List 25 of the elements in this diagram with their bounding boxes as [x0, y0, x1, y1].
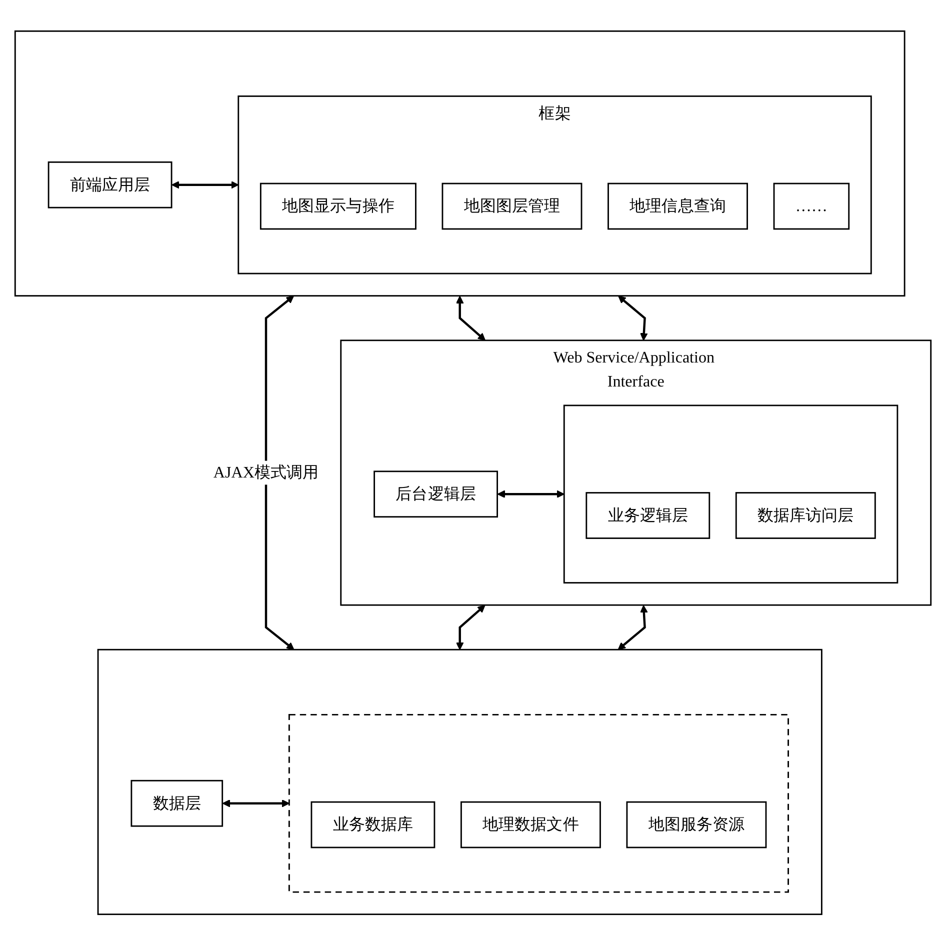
arrow — [222, 800, 290, 808]
node-box: 地理信息查询 — [608, 183, 748, 230]
node-box: 地理数据文件 — [460, 802, 601, 848]
arrow — [618, 296, 648, 341]
cluster — [288, 714, 789, 894]
cluster — [97, 649, 822, 916]
node-box: …… — [773, 183, 850, 230]
node-box: 业务数据库 — [310, 802, 436, 848]
node-box: 数据库访问层 — [735, 492, 876, 540]
arrow — [456, 296, 486, 341]
arrow — [618, 605, 648, 650]
arrow — [456, 605, 486, 650]
node-box: 后台逻辑层 — [374, 470, 498, 518]
node-box: 地图显示与操作 — [260, 183, 416, 230]
arrow — [497, 490, 564, 498]
node-box: 数据层 — [130, 780, 224, 828]
node-box: 业务逻辑层 — [586, 492, 710, 540]
node-box: 前端应用层 — [48, 162, 172, 209]
cluster — [563, 405, 898, 584]
node-box: 地图图层管理 — [442, 183, 582, 230]
node-box: 地图服务资源 — [626, 802, 767, 848]
arrow — [172, 181, 239, 190]
edge-label: AJAX模式调用 — [213, 464, 319, 482]
cluster — [14, 30, 906, 297]
arrow — [264, 296, 294, 650]
